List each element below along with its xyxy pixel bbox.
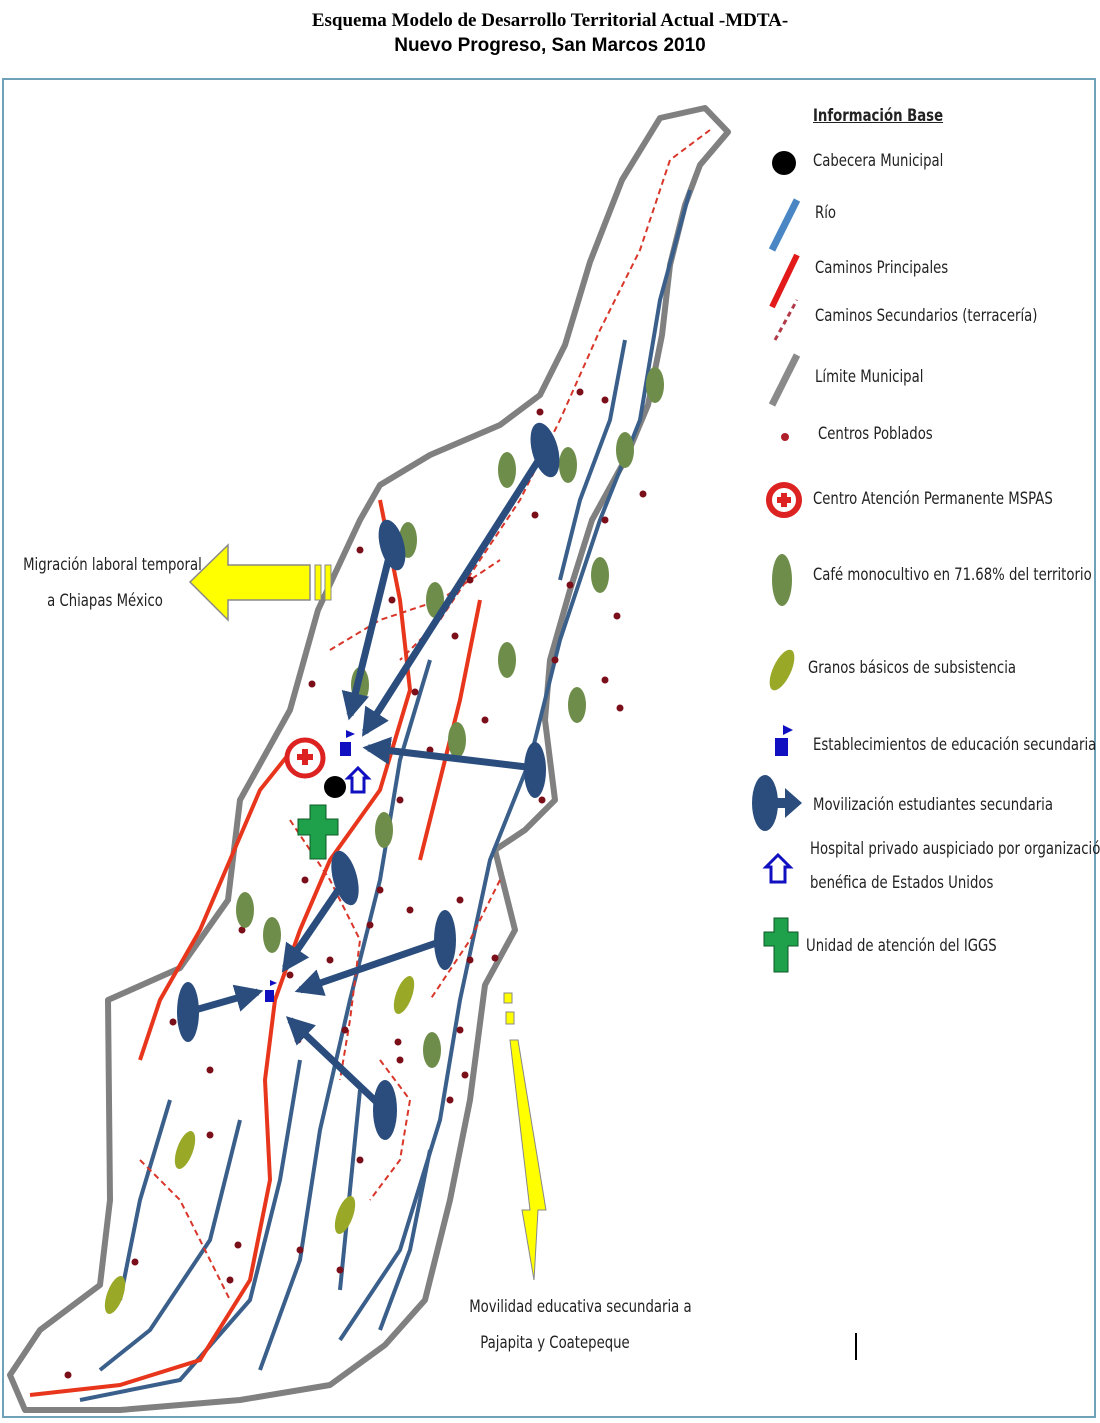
hospital-house-icon [762,852,794,884]
corn-icons [104,976,415,1314]
student-arrow [362,736,536,772]
legend-label: Movilización estudiantes secundaria [813,795,1053,815]
boundary-line-icon [768,353,801,407]
student-arrow [285,1016,388,1113]
legend-label: benéfica de Estados Unidos [810,873,994,893]
migration-label-line1: Migración laboral temporal [23,555,202,575]
settlements [64,388,647,1379]
red-dot-icon [781,433,789,441]
student-arrow-icon [752,775,802,831]
school-flag-icon [265,980,277,1002]
migration-arrow-icon [188,543,332,622]
mobility-label-line2: Pajapita y Coatepeque [480,1333,630,1353]
school-flag-icon [340,730,355,756]
student-arrow [294,936,447,996]
legend-label: Centros Poblados [818,424,933,444]
student-origin-markers [177,422,560,1140]
green-cross-icon [763,917,799,973]
black-circle-icon [772,151,796,175]
legend-label: Unidad de atención del IGGS [806,936,997,956]
legend-label: Cabecera Municipal [813,151,944,171]
dashed-road-line-icon [773,299,799,341]
health-center-icon [766,482,802,518]
legend-label: Río [815,203,837,223]
river-line-icon [768,198,801,252]
student-arrow [281,878,348,973]
coffee-plant-icons [236,367,664,1068]
student-arrow [341,544,396,721]
legend-heading: Información Base [813,106,944,126]
legend-label: Caminos Secundarios (terracería) [815,306,1038,326]
legend-label: Hospital privado auspiciado por organiza… [810,839,1100,859]
corn-icon [769,649,795,691]
cabecera-municipal-icon [324,776,346,798]
school-flag-icon [775,725,793,756]
legend-label: Granos básicos de subsistencia [808,658,1017,678]
hospital-house-icon [344,765,372,794]
health-center-icon [284,737,326,779]
map-subtitle: Nuevo Progreso, San Marcos 2010 [394,35,706,56]
student-arrow [187,984,264,1016]
student-arrow [361,448,548,737]
igss-cross-icon [297,804,339,860]
municipal-boundary [7,105,731,1413]
legend-label: Caminos Principales [815,258,949,278]
mobility-label-line1: Movilidad educativa secundaria a [469,1297,692,1317]
map-title: Esquema Modelo de Desarrollo Territorial… [311,10,789,31]
migration-label-line2: a Chiapas México [47,591,163,611]
student-movement-arrows [187,448,548,1113]
coffee-plant-icon [772,554,792,606]
legend-label: Café monocultivo en 71.68% del territori… [813,565,1092,585]
education-mobility-arrow-icon [503,992,547,1281]
legend-label: Establecimientos de educación secundaria [813,735,1097,755]
legend-label: Límite Municipal [815,367,924,387]
legend-label: Centro Atención Permanente MSPAS [813,489,1053,509]
main-road-line-icon [769,253,800,309]
map-frame [2,78,1096,1418]
